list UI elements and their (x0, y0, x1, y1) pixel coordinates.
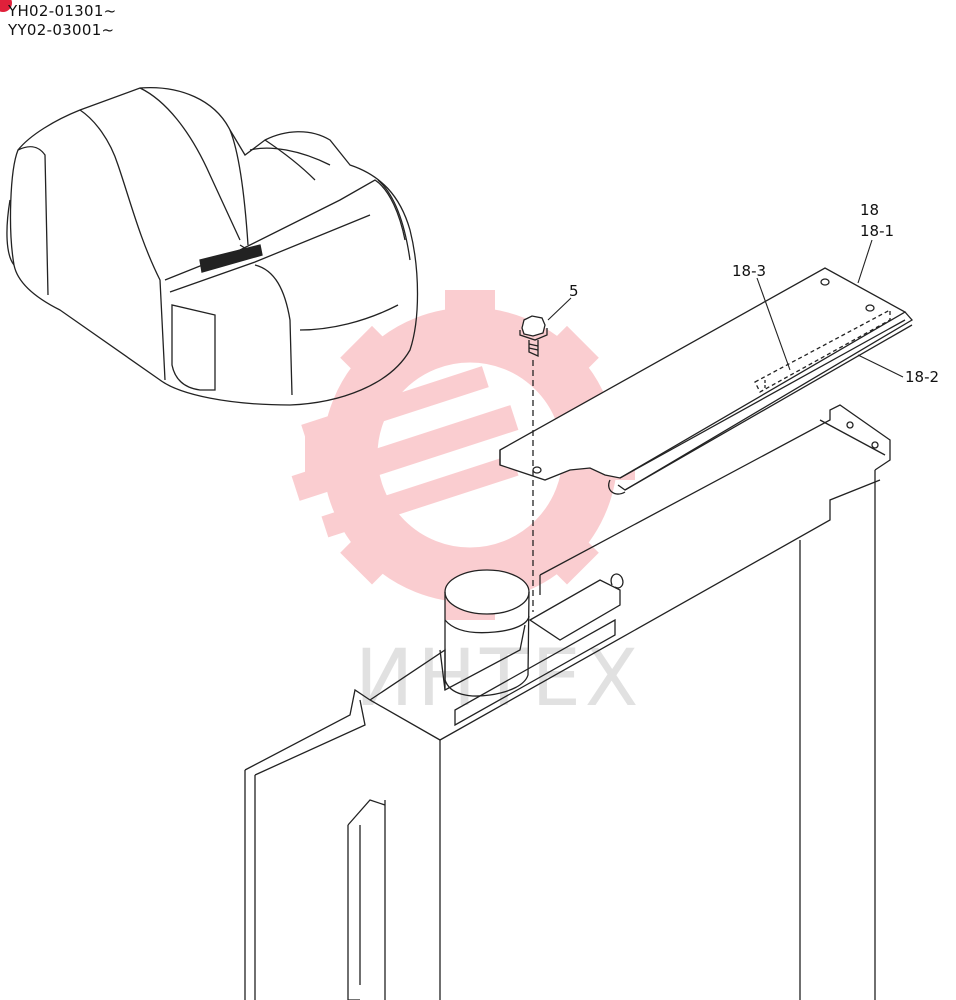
serial-range-2: YY02-03001~ (8, 21, 115, 39)
callout-18-3: 18-3 (732, 262, 766, 280)
callout-18-2: 18-2 (905, 368, 939, 386)
cab-housing (6, 86, 419, 406)
leader-lines (547, 239, 904, 378)
radiator-frame (244, 404, 891, 1000)
callout-18: 18 (860, 201, 879, 219)
bolt-5 (519, 315, 548, 612)
watermark-text: ИНТЕХ (355, 634, 642, 724)
cover-plate (499, 267, 914, 495)
red-marker-dot (0, 0, 12, 12)
reserve-tank (444, 569, 530, 697)
callout-18-1: 18-1 (860, 222, 894, 240)
serial-range-1: YH02-01301~ (8, 2, 117, 20)
callout-5: 5 (569, 282, 579, 300)
